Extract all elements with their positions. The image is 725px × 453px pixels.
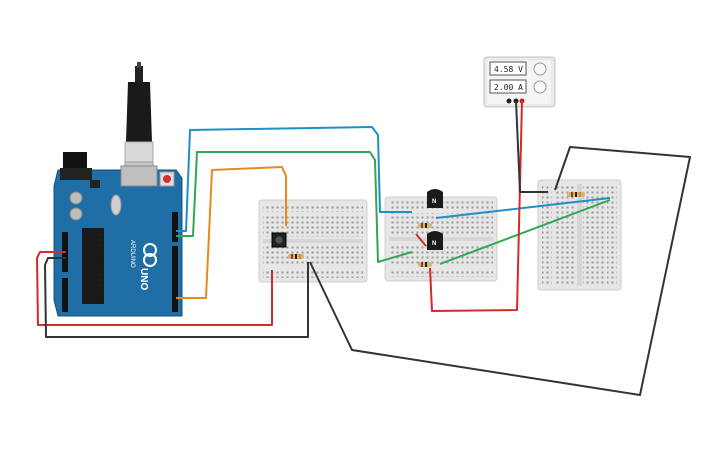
resistor-middle-bottom — [418, 262, 432, 267]
transistor-top-label: N — [432, 199, 436, 205]
transistor-top[interactable]: N — [427, 189, 443, 208]
pushbutton[interactable] — [271, 232, 287, 248]
wire-black-gnd[interactable] — [44, 257, 309, 338]
current-knob[interactable] — [533, 80, 547, 94]
resistor-middle-top — [418, 223, 432, 228]
wire-black-loop[interactable] — [309, 146, 691, 396]
wire-black-psu[interactable] — [515, 100, 548, 193]
voltage-knob[interactable] — [533, 62, 547, 76]
power-supply[interactable]: 4.58 V 2.00 A — [483, 56, 556, 108]
wire-red-jumper[interactable] — [415, 233, 427, 247]
arduino-logo — [143, 243, 157, 267]
wire-red-5v[interactable] — [36, 251, 273, 326]
usb-port — [120, 165, 158, 187]
wire-red-psu[interactable] — [429, 100, 523, 312]
digital-header-top — [172, 212, 178, 242]
wire-green-signal[interactable] — [176, 151, 413, 263]
arduino-brand-label: ARDUINO — [129, 240, 135, 268]
arduino-model-label: UNO — [138, 268, 149, 290]
breadboard-right[interactable] — [537, 179, 622, 291]
wire-blue-signal[interactable] — [176, 126, 412, 232]
svg-text:2.00 A: 2.00 A — [494, 83, 523, 92]
resistor-left — [288, 254, 304, 259]
digital-header-bottom — [172, 246, 178, 312]
wire-blue-link[interactable] — [435, 197, 611, 219]
analog-header — [62, 278, 68, 312]
wire-orange-button[interactable] — [176, 166, 287, 299]
svg-text:4.58 V: 4.58 V — [494, 65, 523, 74]
transistor-bottom[interactable]: N — [427, 231, 443, 250]
ground-terminal[interactable] — [506, 98, 512, 104]
reset-button-cap — [163, 175, 171, 183]
transistor-bottom-label: N — [432, 241, 436, 247]
power-jack — [63, 152, 87, 170]
current-display: 2.00 A — [489, 79, 527, 94]
resistor-right — [567, 192, 585, 197]
breadboard-middle[interactable] — [384, 196, 498, 282]
voltage-display: 4.58 V — [489, 61, 527, 76]
wire-green-link[interactable] — [439, 199, 611, 265]
arduino-uno[interactable]: ARDUINO UNO — [53, 62, 183, 317]
